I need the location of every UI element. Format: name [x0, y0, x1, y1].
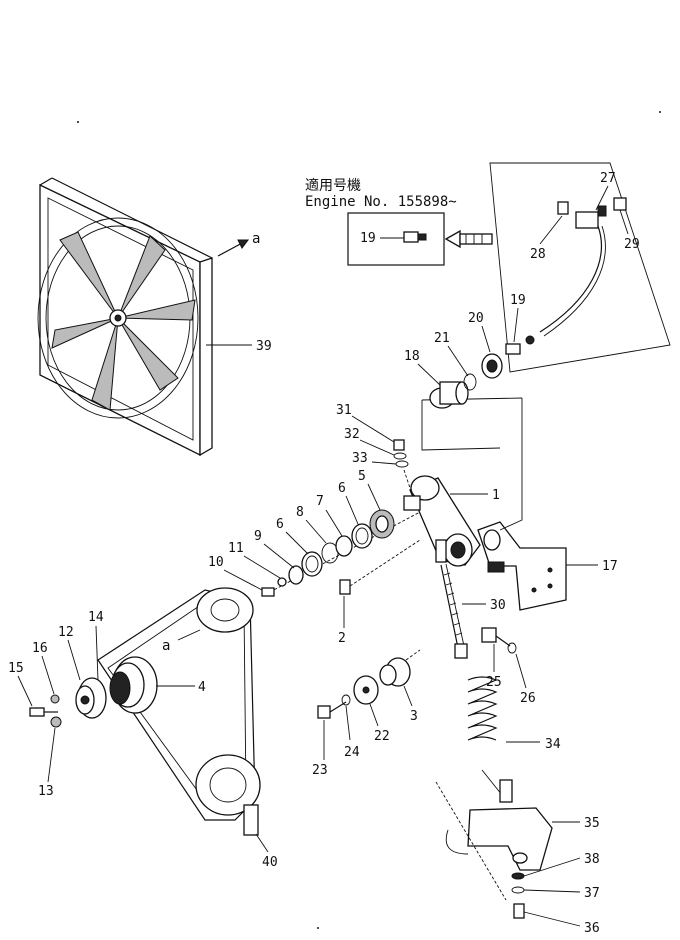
bolts-13-15-16: 15 16 13	[8, 641, 62, 799]
callout-24: 24	[344, 745, 360, 760]
callout-39: 39	[256, 339, 272, 354]
callout-8: 8	[296, 505, 304, 520]
callout-15: 15	[8, 661, 24, 676]
bearing-stack: 10 11 9 6 8 7 6 5	[208, 469, 421, 597]
callout-25: 25	[486, 675, 502, 690]
tension-arm-part-1: 1	[403, 475, 500, 567]
callout-19: 19	[510, 293, 526, 308]
bracket-part-17: 17	[421, 397, 618, 611]
callout-36: 36	[584, 921, 600, 935]
callout-16: 16	[32, 641, 48, 656]
callout-23: 23	[312, 763, 328, 778]
callout-33: 33	[352, 451, 368, 466]
callout-40: 40	[262, 855, 278, 870]
washer-part-22: 22	[353, 675, 390, 744]
callout-38: 38	[584, 852, 600, 867]
fan-blades	[51, 231, 196, 411]
engine-number-label: Engine No. 155898~	[305, 194, 457, 210]
callout-4: 4	[198, 680, 206, 695]
pin-part-18: 18 21 20	[404, 311, 503, 409]
callout-35: 35	[584, 816, 600, 831]
roller-part-3: 3	[379, 649, 421, 724]
callout-inset-19: 19	[360, 231, 376, 246]
callout-17: 17	[602, 559, 618, 574]
bolt-part-25: 25 26	[481, 627, 536, 706]
callout-32: 32	[344, 427, 360, 442]
callout-1: 1	[492, 488, 500, 503]
callout-5: 5	[358, 469, 366, 484]
pulley-part-4: 4	[109, 656, 206, 714]
callout-27: 27	[600, 171, 616, 186]
view-label-a-fan: a	[252, 231, 260, 247]
bolt-part-23: 23 24	[312, 694, 360, 778]
callout-29: 29	[624, 237, 640, 252]
view-label-a-belt: a	[162, 638, 170, 654]
inset-box: 19	[347, 212, 445, 266]
bolt-part-2: 2	[338, 539, 421, 646]
callout-10: 10	[208, 555, 224, 570]
callout-7: 7	[316, 494, 324, 509]
callout-28: 28	[530, 247, 546, 262]
tension-rod-part-30: 30	[435, 539, 506, 659]
callout-3: 3	[410, 709, 418, 724]
callout-22: 22	[374, 729, 390, 744]
callout-13: 13	[38, 784, 54, 799]
bracket-part-35: 35 38 37 36	[435, 781, 600, 936]
hub-part-12: 12 14	[58, 610, 107, 719]
grease-fitting-31-33: 31 32 33	[336, 403, 413, 495]
applicable-label: 適用号機	[305, 177, 361, 194]
callout-30: 30	[490, 598, 506, 613]
inset-arrow	[444, 229, 493, 249]
lube-line-panel: 27 28 29 19	[489, 162, 671, 373]
callout-6-upper: 6	[338, 481, 346, 496]
callout-18: 18	[404, 349, 420, 364]
callout-2: 2	[338, 631, 346, 646]
callout-12: 12	[58, 625, 74, 640]
callout-20: 20	[468, 311, 484, 326]
callout-26: 26	[520, 691, 536, 706]
v-belt-assembly: 40 a	[97, 587, 278, 870]
callout-21: 21	[434, 331, 450, 346]
callout-11: 11	[228, 541, 244, 556]
callout-31: 31	[336, 403, 352, 418]
fan-guard-assembly: 39 a	[37, 177, 272, 457]
callout-14: 14	[88, 610, 104, 625]
callout-37: 37	[584, 886, 600, 901]
callout-6-lower: 6	[276, 517, 284, 532]
callout-9: 9	[254, 529, 262, 544]
callout-34: 34	[545, 737, 561, 752]
spring-part-34: 34	[467, 676, 561, 803]
